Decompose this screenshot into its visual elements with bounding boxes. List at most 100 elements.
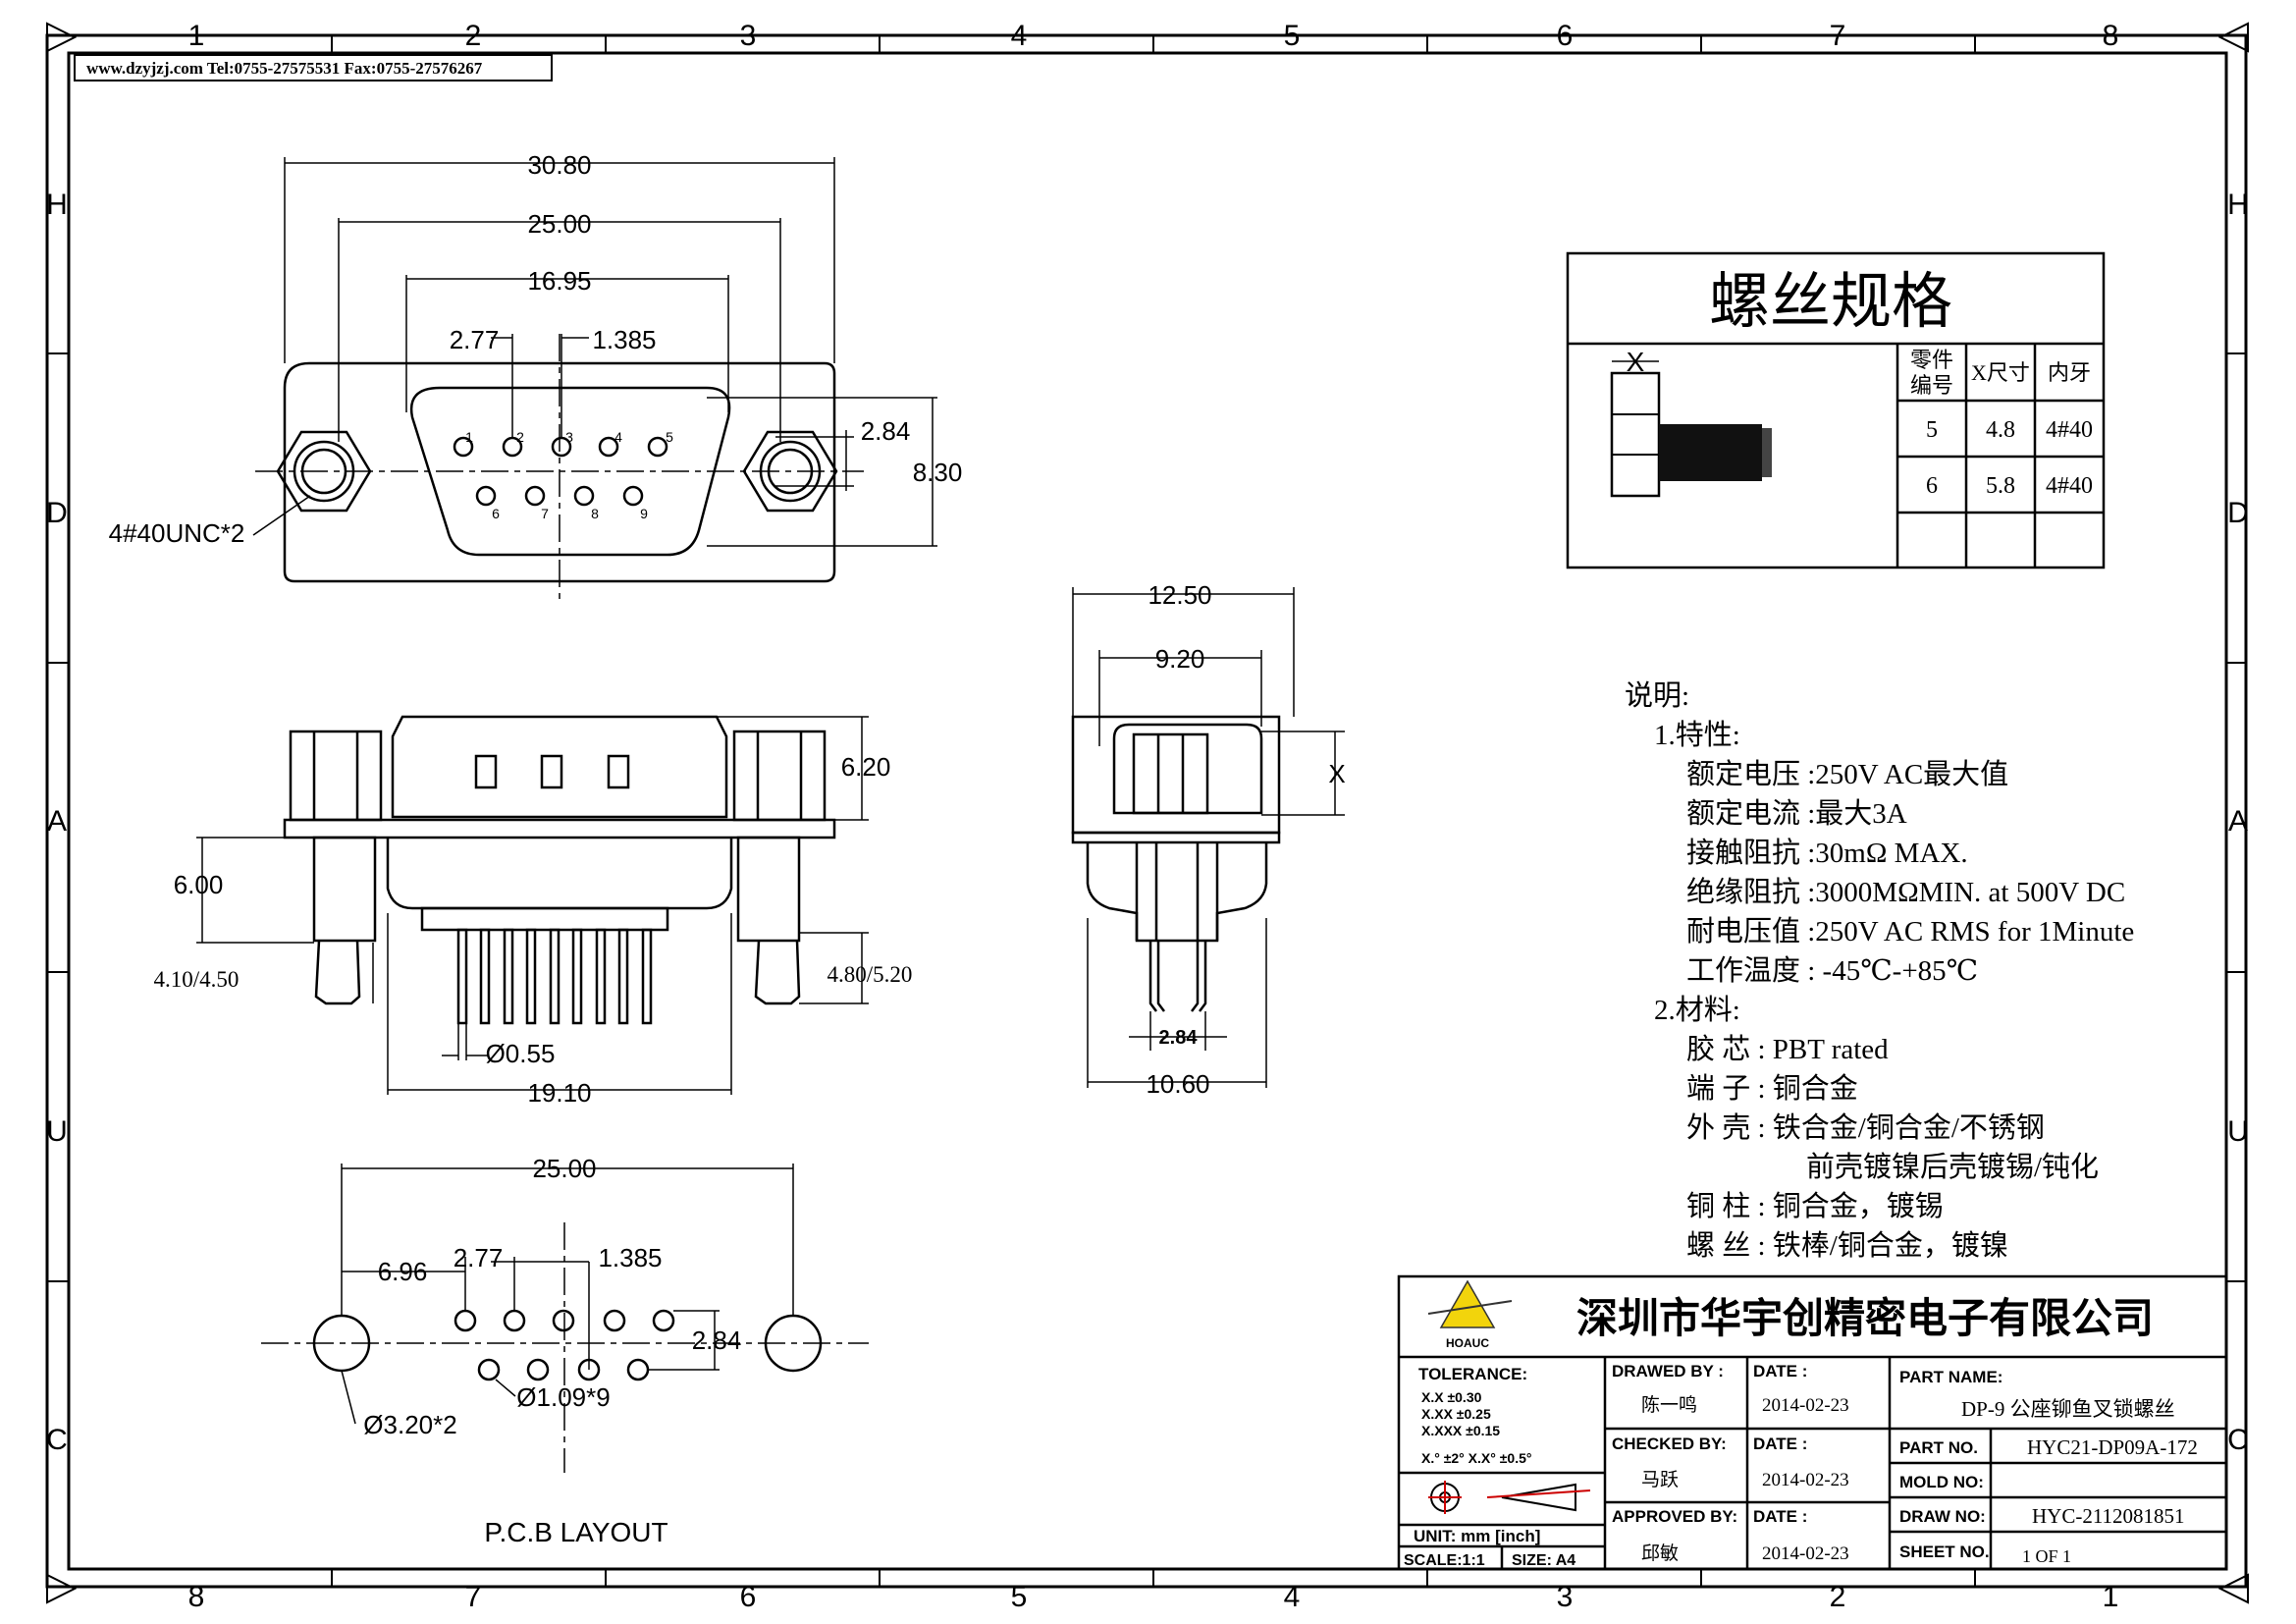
date-value: 2014-02-23 [1762,1543,1849,1564]
note-line: 1.特性: [1654,719,1740,751]
pin-number: 7 [541,506,549,521]
sheet-no-label: SHEET NO. [1899,1543,1990,1561]
date-value: 2014-02-23 [1762,1470,1849,1490]
dim-label: 4.10/4.50 [154,967,240,992]
screw-spec-table [1566,251,2106,569]
table-header: 编号 [1910,373,1953,398]
col-label-top: 1 [188,20,205,52]
projection-symbol-icon [1428,1481,1591,1514]
note-line: 工作温度 : -45℃-+85℃ [1686,954,1978,987]
table-cell: 4#40 [2046,473,2093,499]
col-label-bottom: 4 [1284,1581,1301,1613]
dim-label: 6.96 [378,1257,428,1286]
row-label-right: C [2227,1424,2249,1456]
part-name: DP-9 公座铆鱼叉锁螺丝 [1961,1397,2175,1421]
dim-label: 6.00 [174,870,224,899]
checked-by-label: CHECKED BY: [1612,1435,1727,1453]
dim-label: 9.20 [1155,644,1205,674]
col-label-bottom: 7 [465,1581,482,1613]
col-label-bottom: 8 [188,1581,205,1613]
dim-label: 2.77 [454,1243,504,1272]
dim-label: 10.60 [1146,1069,1209,1099]
dim-label: 25.00 [532,1154,596,1183]
dim-label: 1.385 [592,325,656,354]
row-label-left: C [46,1424,68,1456]
company-name: 深圳市华宇创精密电子有限公司 [1576,1295,2154,1341]
front-view [276,361,838,583]
table-header: 内牙 [2048,360,2091,385]
row-label-right: U [2227,1115,2249,1148]
col-label-top: 8 [2103,20,2119,52]
drawn-by-label: DRAWED BY : [1612,1362,1724,1380]
notes-heading: 说明: [1625,679,1689,712]
dim-label: 8.30 [913,458,963,487]
screw-x-label: X [1627,347,1645,377]
row-label-right: D [2227,497,2249,529]
part-no: HYC21-DP09A-172 [2027,1435,2198,1459]
side-view-dims [196,716,869,1095]
pin-number: 1 [465,429,473,445]
dim-label: Ø1.09*9 [516,1382,610,1412]
dim-label: 16.95 [527,266,591,296]
dim-label: 2.84 [1159,1027,1199,1049]
table-header: 零件 [1910,348,1953,372]
col-label-top: 7 [1830,20,1846,52]
tolerance-label: TOLERANCE: [1418,1365,1527,1383]
note-line: 端 子 : 铜合金 [1686,1072,1858,1105]
note-line: 2.材料: [1654,994,1740,1026]
col-label-top: 6 [1557,20,1574,52]
dim-label: Ø0.55 [486,1039,556,1068]
dim-label: Ø3.20*2 [363,1410,456,1439]
end-view [1071,715,1281,1012]
checked-by: 马跃 [1641,1469,1679,1490]
size-label: SIZE: A4 [1512,1552,1575,1569]
row-label-left: H [46,189,68,221]
pin-number: 2 [516,429,524,445]
screw-table-title: 螺丝规格 [1709,269,1952,336]
dim-label: 25.00 [527,209,591,239]
company-logo: HOAUC [1427,1279,1513,1350]
dim-label: 19.10 [527,1078,591,1108]
note-line: 耐电压值 :250V AC RMS for 1Minute [1686,915,2134,947]
date-value: 2014-02-23 [1762,1395,1849,1416]
note-line: 铜 柱 : 铜合金，镀锡 [1686,1190,1944,1222]
drawing-frame [45,22,2249,1604]
note-line: 额定电流 :最大3A [1686,797,1907,830]
drawn-by: 陈一鸣 [1641,1394,1697,1416]
date-label: DATE : [1753,1362,1807,1380]
col-label-top: 5 [1284,20,1301,52]
col-label-bottom: 1 [2103,1581,2119,1613]
approved-by-label: APPROVED BY: [1612,1507,1737,1526]
note-line: 额定电压 :250V AC最大值 [1686,758,2008,790]
unit-label: UNIT: mm [inch] [1414,1527,1540,1545]
draw-no-label: DRAW NO: [1899,1507,1986,1526]
col-label-top: 3 [740,20,757,52]
date-label: DATE : [1753,1507,1807,1526]
dim-label: 6.20 [841,752,891,782]
sheet-no: 1 OF 1 [2022,1546,2071,1566]
table-cell: 5 [1926,417,1938,443]
row-label-left: D [46,497,68,529]
table-cell: 6 [1926,473,1938,499]
title-block [1397,1274,2228,1571]
side-view [283,715,836,1025]
pin-number: 5 [666,429,673,445]
angle-tolerance: X.° ±2° X.X° ±0.5° [1421,1450,1531,1466]
col-label-bottom: 2 [1830,1581,1846,1613]
pcb-layout-title: P.C.B LAYOUT [484,1517,667,1547]
table-cell: 4.8 [1986,417,2015,443]
dim-label: X [1328,759,1345,788]
front-view-dims [252,157,937,547]
note-line: 绝缘阻抗 :3000MΩMIN. at 500V DC [1686,876,2125,908]
table-cell: 4#40 [2046,417,2093,443]
dim-label: 2.77 [450,325,500,354]
screw-illustration [1610,360,1772,498]
row-label-right: A [2228,805,2248,838]
scale-label: SCALE:1:1 [1404,1552,1485,1569]
dim-label: 2.84 [692,1326,742,1355]
pcb-layout-dims [261,1164,869,1473]
draw-no: HYC-2112081851 [2032,1504,2185,1528]
row-label-left: U [46,1115,68,1148]
dim-label: 12.50 [1148,580,1211,610]
